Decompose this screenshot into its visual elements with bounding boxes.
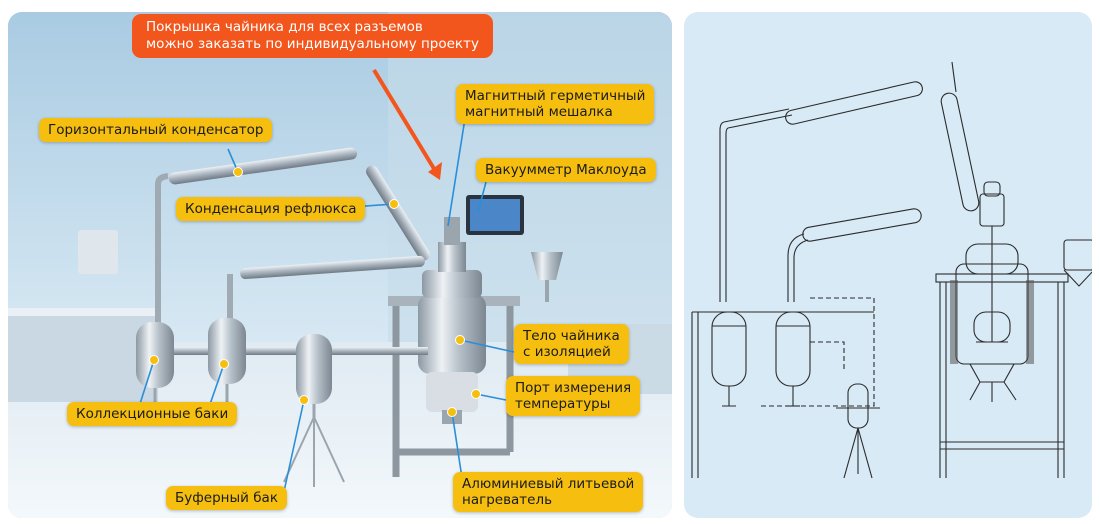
callout-magnetic-stirrer: Магнитный герметичный магнитный мешалка	[456, 84, 655, 124]
drawing-reactor-frame	[691, 273, 1069, 478]
lab-instrument	[78, 230, 118, 274]
technical-drawing	[691, 61, 1092, 479]
drawing-collection-tank-2	[775, 311, 811, 407]
drawing-upper-condenser	[719, 81, 923, 302]
banner-arrow	[372, 68, 438, 174]
custom-lid-banner: Покрышка чайника для всех разъемов можно…	[132, 14, 493, 58]
callout-temperature-port: Порт измерения температуры	[506, 376, 641, 416]
drawing-insulation	[950, 280, 1034, 364]
collection-tank-2	[208, 318, 246, 404]
technical-drawing-panel	[684, 12, 1092, 518]
callout-mcleod-gauge: Вакуумметр Маклоуда	[476, 158, 656, 182]
callout-horizontal-condenser: Горизонтальный конденсатор	[39, 118, 273, 142]
reactor-vessel	[418, 294, 486, 374]
leader-lines	[137, 111, 515, 497]
stirrer-motor	[438, 242, 466, 272]
banner-arrowhead	[428, 162, 442, 180]
callout-vessel-body: Тело чайника с изоляцией	[514, 324, 629, 364]
callout-aluminum-heater: Алюминиевый литьевой нагреватель	[453, 472, 644, 512]
equipment-photo-panel: Покрышка чайника для всех разъемов можно…	[8, 12, 672, 518]
collection-pipe	[158, 347, 428, 355]
heater-jacket	[426, 372, 478, 412]
callout-reflux-condensation: Конденсация рефлюкса	[176, 197, 366, 221]
drawing-heater	[969, 363, 1017, 402]
callout-collection-tanks: Коллекционные баки	[67, 402, 238, 426]
reflux-condenser	[366, 165, 430, 261]
callout-buffer-tank: Буферный бак	[166, 486, 287, 510]
callout-markers	[149, 167, 481, 417]
reactor-lid	[422, 270, 482, 298]
drawing-reflux-condenser	[940, 61, 980, 212]
buffer-tank	[283, 334, 345, 487]
drawing-feed-funnel	[1063, 239, 1092, 287]
drawing-lower-condenser	[787, 208, 922, 302]
feed-funnel	[531, 252, 563, 280]
left-counter	[8, 312, 158, 402]
drawing-collection-tank-1	[711, 311, 747, 407]
drawing-buffer-tank	[836, 383, 880, 479]
upper-condenser	[155, 147, 358, 332]
drawing-vacuum-line	[760, 297, 875, 407]
